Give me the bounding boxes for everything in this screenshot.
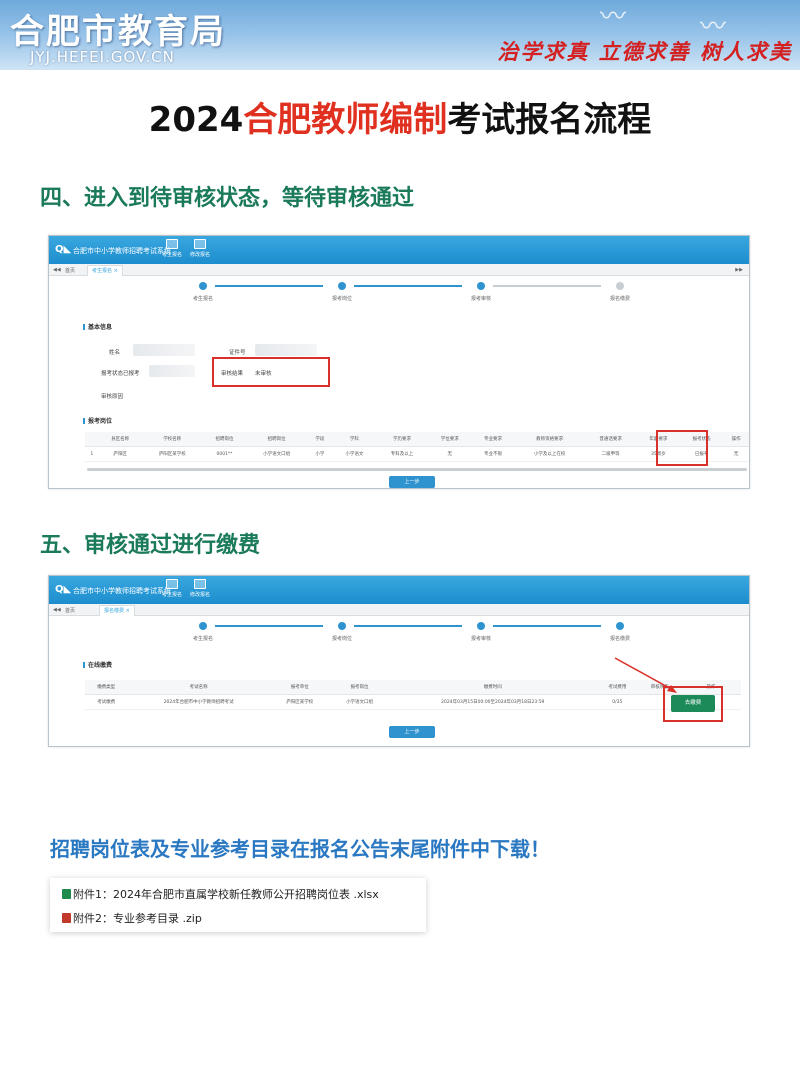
prev-step-button[interactable]: 上一步 <box>389 476 435 488</box>
status-value: 已报考 <box>123 371 140 377</box>
tab-bar: ◀◀ 首页 报名缴费 × <box>49 604 749 616</box>
table-header-row: 缴费类型考试名称报考单位报考岗位缴费时间考试费用审核状态操作 <box>85 680 741 695</box>
step-dot <box>199 622 207 630</box>
step-label: 考生报名 <box>192 296 213 302</box>
attachments-box: 附件1：2024年合肥市直属学校新任教师公开招聘岗位表 .xlsx 附件2：专业… <box>50 878 426 932</box>
status-label: 报考状态 <box>101 371 124 377</box>
motto: 治学求真 立德求善 树人求美 <box>497 39 792 64</box>
step-label: 报名缴费 <box>609 296 630 302</box>
step-label: 报考审核 <box>470 296 491 302</box>
site-url: JYJ.HEFEI.GOV.CN <box>30 48 175 66</box>
excel-icon <box>62 889 71 899</box>
reason-label: 审核原因 <box>101 394 124 400</box>
nav-item-modify[interactable]: 修改报名 <box>187 239 213 258</box>
table-header-row: 县区名称学校名称招聘岗位招聘岗位学段学科学历要求学位要求专业要求教师资格要求普通… <box>85 432 749 447</box>
user-card-icon <box>166 579 178 589</box>
page-title: 2024合肥教师编制考试报名流程 <box>148 100 652 140</box>
highlight-box <box>212 357 330 387</box>
app-logo-icon: Q◣ <box>55 584 72 595</box>
highlight-box <box>663 686 723 722</box>
tab-home[interactable]: 首页 <box>65 268 76 274</box>
step-dot <box>199 282 207 290</box>
site-name: 合肥市教育局 <box>10 12 226 52</box>
bird-icon: 〰 <box>700 12 727 42</box>
app-bar: Q◣ 合肥市中小学教师招聘考试系统 考生报名 修改报名 <box>49 576 749 604</box>
step-label: 报名缴费 <box>609 636 630 642</box>
tab-bar: ◀◀ 首页 考生报名 × ▶▶ <box>49 264 749 276</box>
pay-button[interactable]: 去缴费 <box>671 695 715 712</box>
bird-icon: 〰 <box>600 2 627 32</box>
step-dot <box>477 282 485 290</box>
nav-item-register[interactable]: 考生报名 <box>159 239 185 258</box>
zip-icon <box>62 913 71 923</box>
app-name: 合肥市中小学教师招聘考试系统 <box>73 587 171 595</box>
review-label: 审核结果 <box>221 371 244 377</box>
id-label: 证件号 <box>229 350 246 356</box>
highlight-box <box>656 430 708 466</box>
app-logo-icon: Q◣ <box>55 244 72 255</box>
back-icon[interactable]: ◀◀ <box>53 267 61 273</box>
step-dot <box>616 282 624 290</box>
screenshot-payment: Q◣ 合肥市中小学教师招聘考试系统 考生报名 修改报名 ◀◀ 首页 报名缴费 ×… <box>48 575 750 747</box>
tab-home[interactable]: 首页 <box>65 608 76 614</box>
back-icon[interactable]: ◀◀ <box>53 607 61 613</box>
prev-step-button[interactable]: 上一步 <box>389 726 435 738</box>
pointer-arrow-icon <box>614 657 677 693</box>
attachment-link-1[interactable]: 附件1：2024年合肥市直属学校新任教师公开招聘岗位表 .xlsx <box>62 886 379 902</box>
attachment-link-2[interactable]: 附件2：专业参考目录 .zip <box>62 910 202 926</box>
step-label: 考生报名 <box>192 636 213 642</box>
pay-title: 在线缴费 <box>83 660 112 669</box>
user-card-icon <box>166 239 178 249</box>
step-label: 报考岗位 <box>331 636 352 642</box>
forward-icon[interactable]: ▶▶ <box>735 267 743 273</box>
step-dot <box>338 622 346 630</box>
progress-steps: 考生报名 报考岗位 报考审核 报名缴费 <box>49 276 749 306</box>
download-note: 招聘岗位表及专业参考目录在报名公告末尾附件中下载！ <box>50 837 550 861</box>
header-banner: 〰 〰 合肥市教育局 JYJ.HEFEI.GOV.CN 治学求真 立德求善 树人… <box>0 0 800 70</box>
progress-steps: 考生报名 报考岗位 报考审核 报名缴费 <box>49 616 749 646</box>
section-heading-4: 四、进入到待审核状态，等待审核通过 <box>40 186 415 211</box>
app-name: 合肥市中小学教师招聘考试系统 <box>73 247 171 255</box>
step-label: 报考审核 <box>470 636 491 642</box>
app-bar: Q◣ 合肥市中小学教师招聘考试系统 考生报名 修改报名 <box>49 236 749 264</box>
step-label: 报考岗位 <box>331 296 352 302</box>
step-dot <box>477 622 485 630</box>
name-label: 姓名 <box>109 350 121 356</box>
tab-payment[interactable]: 报名缴费 × <box>99 605 135 616</box>
user-edit-icon <box>194 579 206 589</box>
step-dot <box>338 282 346 290</box>
horizontal-scrollbar[interactable] <box>87 468 747 471</box>
id-value-redacted <box>255 344 317 356</box>
section-heading-5: 五、审核通过进行缴费 <box>40 533 261 558</box>
nav-item-register[interactable]: 考生报名 <box>159 579 185 598</box>
step-dot <box>616 622 624 630</box>
screenshot-review-pending: Q◣ 合肥市中小学教师招聘考试系统 考生报名 修改报名 ◀◀ 首页 考生报名 ×… <box>48 235 750 489</box>
basic-info-title: 基本信息 <box>83 322 112 331</box>
position-table: 县区名称学校名称招聘岗位招聘岗位学段学科学历要求学位要求专业要求教师资格要求普通… <box>85 432 749 462</box>
user-edit-icon <box>194 239 206 249</box>
name-value-redacted <box>133 344 195 356</box>
tab-register[interactable]: 考生报名 × <box>87 265 123 276</box>
review-value: 未审核 <box>255 371 272 377</box>
position-title: 报考岗位 <box>83 416 112 425</box>
nav-item-modify[interactable]: 修改报名 <box>187 579 213 598</box>
